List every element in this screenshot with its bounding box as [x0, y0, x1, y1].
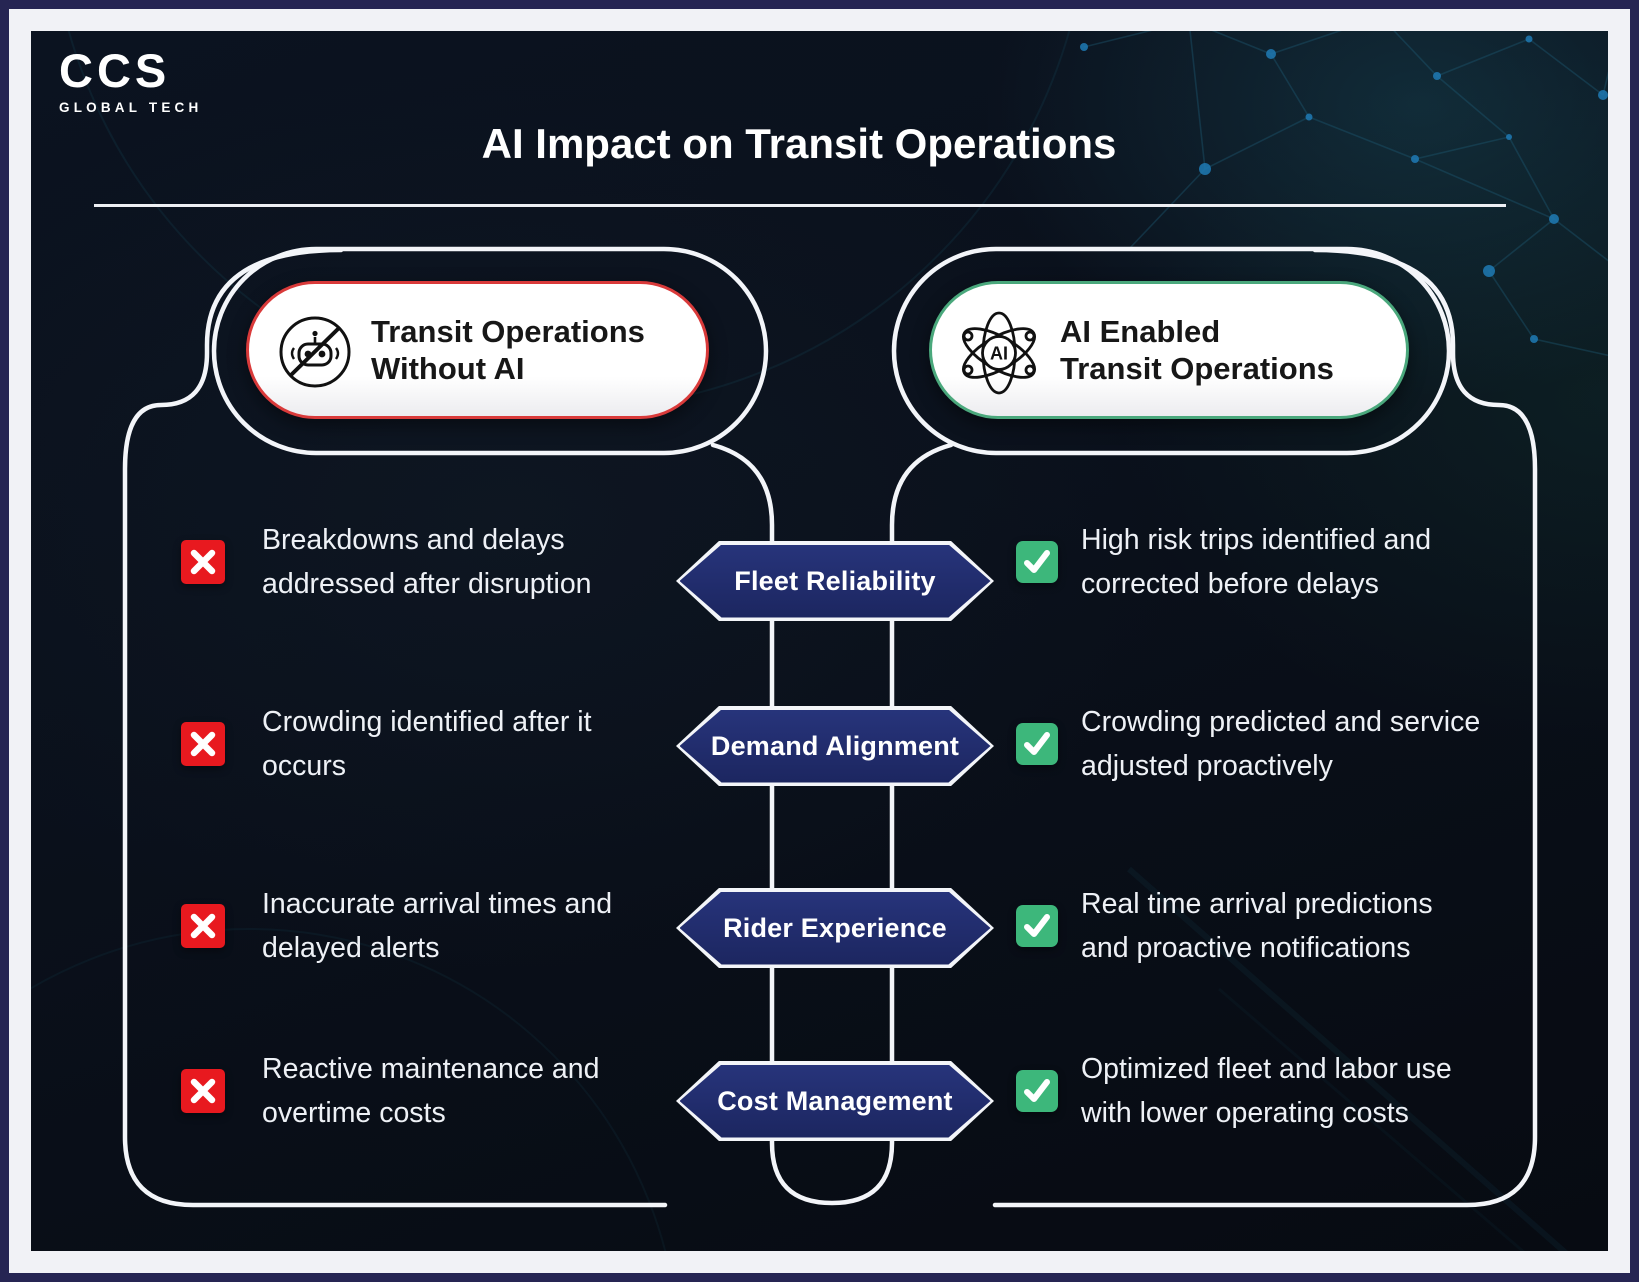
header-right-label: AI Enabled Transit Operations — [1060, 313, 1334, 387]
category-badge-demand-alignment: Demand Alignment — [676, 706, 994, 786]
right-point-fleet: High risk trips identified and corrected… — [1081, 518, 1431, 606]
check-icon — [1016, 1070, 1058, 1112]
logo-subtitle-text: GLOBAL TECH — [59, 100, 203, 115]
header-left-line2: Without AI — [371, 351, 525, 386]
header-right-line1: AI Enabled — [1060, 314, 1221, 349]
logo-brand-text: CCS — [59, 44, 171, 97]
white-frame: CCS GLOBAL TECH AI Impact on Transit Ope… — [9, 9, 1630, 1273]
left-point-cost-line2: overtime costs — [262, 1097, 446, 1129]
left-point-fleet-line1: Breakdowns and delays — [262, 524, 565, 556]
category-label: Cost Management — [717, 1085, 953, 1116]
x-icon — [181, 540, 225, 584]
x-icon — [181, 904, 225, 948]
category-badge-cost-management: Cost Management — [676, 1061, 994, 1141]
left-point-demand-line1: Crowding identified after it — [262, 706, 592, 738]
header-right-line2: Transit Operations — [1060, 351, 1334, 386]
category-label: Rider Experience — [723, 912, 947, 943]
category-label: Demand Alignment — [710, 730, 960, 761]
header-left-label: Transit Operations Without AI — [371, 313, 645, 387]
logo: CCS GLOBAL TECH — [59, 47, 202, 115]
left-point-rider-line2: delayed alerts — [262, 932, 440, 964]
ai-atom-icon: AI — [956, 310, 1042, 396]
category-badge-fleet-reliability: Fleet Reliability — [676, 541, 994, 621]
right-point-demand: Crowding predicted and service adjusted … — [1081, 700, 1480, 788]
right-point-cost-line2: with lower operating costs — [1081, 1097, 1409, 1129]
right-point-fleet-line1: High risk trips identified and — [1081, 524, 1432, 556]
no-ai-robot-icon — [275, 312, 355, 392]
right-point-cost: Optimized fleet and labor use with lower… — [1081, 1047, 1452, 1135]
left-point-rider-line1: Inaccurate arrival times and — [262, 888, 613, 920]
right-point-demand-line2: adjusted proactively — [1081, 750, 1333, 782]
left-point-cost: Reactive maintenance and overtime costs — [262, 1047, 599, 1135]
x-icon — [181, 722, 225, 766]
left-point-demand-line2: occurs — [262, 750, 346, 782]
x-icon — [181, 1069, 225, 1113]
right-point-fleet-line2: corrected before delays — [1081, 568, 1379, 600]
left-point-fleet-line2: addressed after disruption — [262, 568, 592, 600]
category-badge-rider-experience: Rider Experience — [676, 888, 994, 968]
right-point-rider-line2: and proactive notifications — [1081, 932, 1411, 964]
left-point-demand: Crowding identified after it occurs — [262, 700, 592, 788]
header-pill-ai-enabled: AI AI Enabled Transit Operations — [929, 281, 1409, 419]
category-label: Fleet Reliability — [734, 565, 936, 596]
check-icon — [1016, 541, 1058, 583]
check-icon — [1016, 723, 1058, 765]
page-title: AI Impact on Transit Operations — [481, 120, 1117, 167]
right-point-rider: Real time arrival predictions and proact… — [1081, 882, 1433, 970]
header-pill-without-ai: Transit Operations Without AI — [246, 281, 709, 419]
check-icon — [1016, 905, 1058, 947]
connector-linework — [122, 246, 1538, 1208]
right-point-demand-line1: Crowding predicted and service — [1081, 706, 1481, 738]
title-divider — [94, 204, 1506, 207]
header-left-line1: Transit Operations — [371, 314, 645, 349]
left-point-cost-line1: Reactive maintenance and — [262, 1053, 600, 1085]
left-point-fleet: Breakdowns and delays addressed after di… — [262, 518, 592, 606]
left-point-rider: Inaccurate arrival times and delayed ale… — [262, 882, 612, 970]
right-point-cost-line1: Optimized fleet and labor use — [1081, 1053, 1452, 1085]
right-point-rider-line1: Real time arrival predictions — [1081, 888, 1433, 920]
content-area: CCS GLOBAL TECH AI Impact on Transit Ope… — [31, 31, 1608, 1251]
svg-text:AI: AI — [990, 344, 1008, 364]
